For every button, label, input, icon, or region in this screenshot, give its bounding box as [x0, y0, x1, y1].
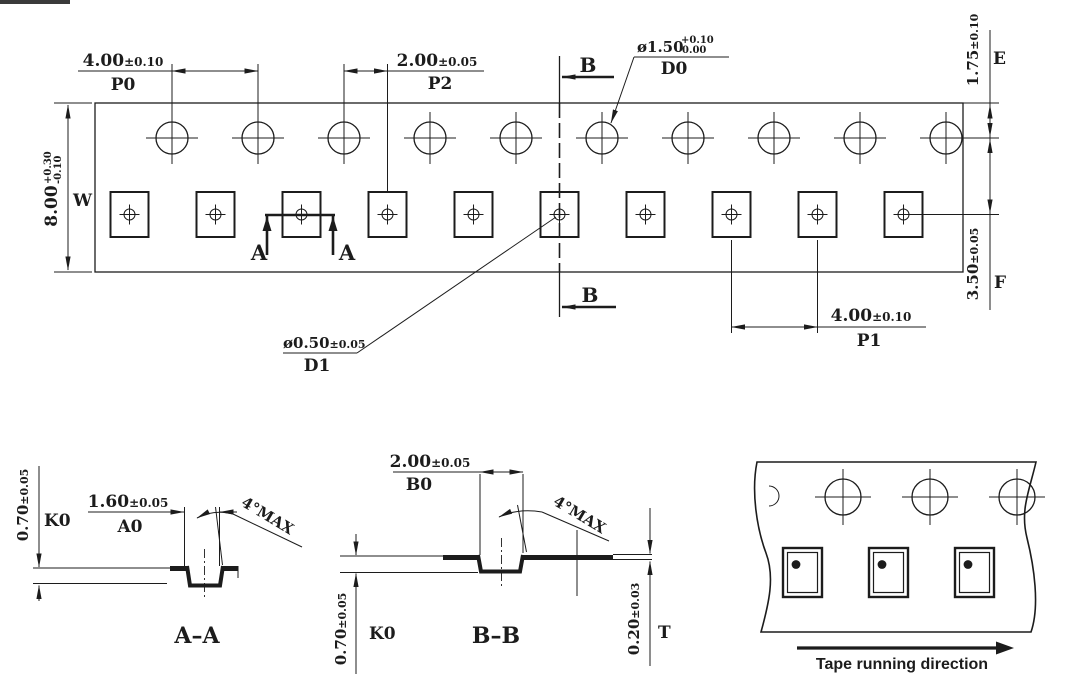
section-a-arrow [328, 216, 338, 231]
component-pocket [625, 191, 666, 238]
tape-direction-view: Tape running direction [753, 461, 1045, 673]
component-pockets-row [109, 191, 924, 238]
section-bb-view: 2.00±0.05 B0 4°MAX 0.70±0.05 [332, 452, 671, 674]
cut-sprocket-hole [768, 485, 780, 507]
dim-k0-bb-value: 0.70±0.05 [332, 593, 350, 666]
angle-note-bb: 4°MAX [550, 492, 609, 537]
carrier-tape-top-view: 8.00 +0.30 -0.10 W 4.00±0.10 P0 2.00±0.0… [42, 13, 1006, 376]
dim-t: 0.20±0.03 T [625, 508, 671, 666]
sprocket-hole [748, 112, 800, 164]
component-pocket [711, 191, 752, 238]
section-bb-title: B–B [472, 623, 520, 649]
dim-e-f: 1.75±0.10 E 3.50±0.05 F [908, 13, 1006, 310]
dim-p1-value: 4.00±0.10 [831, 306, 912, 326]
dim-f-label: F [994, 273, 1006, 293]
sprocket-hole [404, 112, 456, 164]
polarity-dot [791, 560, 801, 569]
polarity-dot [877, 560, 887, 569]
dim-a0-label: A0 [116, 517, 142, 537]
dim-a0-value: 1.60±0.05 [88, 492, 169, 512]
dim-d0-value: ø1.50 [637, 38, 684, 56]
sprocket-hole [576, 112, 628, 164]
component-pocket [109, 191, 150, 238]
dim-w: 8.00 +0.30 -0.10 W [42, 102, 93, 273]
section-b-letter-bottom: B [582, 283, 599, 307]
tape-outline [94, 102, 964, 273]
dim-w-tol-lower: -0.10 [53, 155, 64, 184]
dim-w-value: 8.00 [42, 185, 62, 227]
dim-p0-value: 4.00±0.10 [83, 51, 164, 71]
sprocket-hole [902, 469, 958, 525]
dim-d0-label: D0 [661, 59, 688, 79]
dim-k0-aa: 0.70±0.05 K0 [14, 466, 71, 601]
dim-d1-label: D1 [304, 356, 331, 376]
dim-a0: 1.60±0.05 A0 [88, 492, 237, 566]
dim-p0-label: P0 [111, 75, 136, 95]
dim-d1: ø0.50±0.05 D1 [283, 216, 557, 376]
dim-k0-aa-value: 0.70±0.05 [14, 469, 32, 542]
dim-e-value: 1.75±0.10 [964, 13, 982, 86]
tape-profile-bb [340, 530, 652, 596]
dim-d0: ø1.50 +0.10 0.00 D0 [610, 35, 729, 124]
dim-k0-bb-label: K0 [369, 624, 396, 644]
dim-p1: 4.00±0.10 P1 [731, 240, 926, 351]
sprocket-hole [815, 469, 871, 525]
section-a-letter-right: A [338, 240, 356, 265]
sprocket-hole [662, 112, 714, 164]
sprocket-hole [146, 112, 198, 164]
dim-d1-value: ø0.50±0.05 [283, 334, 366, 352]
component-pocket-with-part [953, 546, 996, 599]
dim-b0-label: B0 [406, 475, 432, 495]
angle-note-aa: 4°MAX [238, 493, 297, 538]
component-pocket [367, 191, 408, 238]
dim-k0-aa-label: K0 [44, 511, 71, 531]
dim-t-label: T [658, 623, 671, 643]
section-aa-title: A–A [173, 623, 220, 649]
dim-p1-label: P1 [857, 331, 882, 351]
scan-artifact [0, 0, 70, 4]
dim-w-label: W [72, 191, 93, 211]
section-line-a: A A [250, 213, 356, 265]
section-a-arrow [262, 216, 272, 231]
tape-profile-aa [170, 549, 239, 599]
dim-p2: 2.00±0.05 P2 [343, 51, 484, 192]
section-b-letter-top: B [580, 53, 597, 77]
dim-b0-value: 2.00±0.05 [390, 452, 471, 472]
sprocket-hole [989, 469, 1045, 525]
section-aa-view: 0.70±0.05 K0 1.60±0.05 A0 4°MAX [14, 466, 303, 649]
dim-f-value: 3.50±0.05 [964, 228, 982, 301]
sprocket-hole [232, 112, 284, 164]
dim-p0: 4.00±0.10 P0 [78, 51, 259, 120]
polarity-dot [963, 560, 973, 569]
component-pocket-with-part [867, 546, 910, 599]
tape-direction-label: Tape running direction [816, 656, 988, 673]
component-pocket [195, 191, 236, 238]
dim-p2-value: 2.00±0.05 [397, 51, 478, 71]
section-line-b: B B [558, 53, 616, 317]
draft-angle-bb: 4°MAX [498, 492, 609, 553]
sprocket-hole [834, 112, 886, 164]
draft-angle-aa: 4°MAX [196, 493, 303, 566]
dim-d0-tol-lower: 0.00 [682, 45, 706, 56]
dim-p2-label: P2 [428, 74, 453, 94]
dim-e-label: E [993, 49, 1006, 69]
dim-d0-tol-upper: +0.10 [681, 35, 714, 46]
sprocket-hole [490, 112, 542, 164]
component-pocket-with-part [781, 546, 824, 599]
dim-w-tol-upper: +0.30 [43, 151, 54, 184]
component-pocket [797, 191, 838, 238]
dim-k0-bb: 0.70±0.05 K0 [332, 534, 396, 674]
dim-t-value: 0.20±0.03 [625, 583, 643, 656]
tape-direction-arrow [797, 641, 1014, 655]
component-pocket [453, 191, 494, 238]
sprocket-hole [318, 112, 370, 164]
sprocket-holes-row [146, 112, 972, 164]
dim-b0: 2.00±0.05 B0 [390, 452, 524, 555]
section-a-letter-left: A [250, 240, 268, 265]
